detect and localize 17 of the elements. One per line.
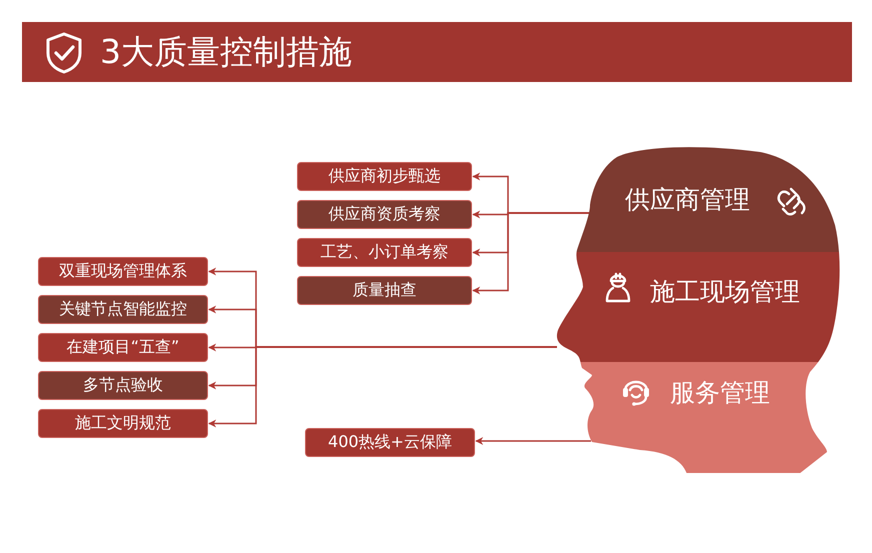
measure-box: 双重现场管理体系 bbox=[38, 257, 208, 286]
measure-box: 400热线+云保障 bbox=[305, 428, 475, 457]
arrow bbox=[472, 212, 589, 294]
arrow bbox=[475, 437, 591, 445]
band-label: 服务管理 bbox=[670, 378, 770, 408]
measure-box: 工艺、小订单考察 bbox=[297, 238, 472, 267]
measure-box: 供应商资质考察 bbox=[297, 200, 472, 229]
measure-box: 施工文明规范 bbox=[38, 409, 208, 438]
measure-box: 在建项目“五查” bbox=[38, 333, 208, 362]
band-label: 供应商管理 bbox=[625, 185, 750, 215]
measure-box: 多节点验收 bbox=[38, 371, 208, 400]
arrow bbox=[208, 346, 557, 428]
title: 3大质量控制措施 bbox=[100, 31, 352, 73]
measure-box: 关键节点智能监控 bbox=[38, 295, 208, 324]
measure-box: 质量抽查 bbox=[297, 276, 472, 305]
band-label: 施工现场管理 bbox=[650, 277, 800, 307]
measure-box: 供应商初步甄选 bbox=[297, 162, 472, 191]
